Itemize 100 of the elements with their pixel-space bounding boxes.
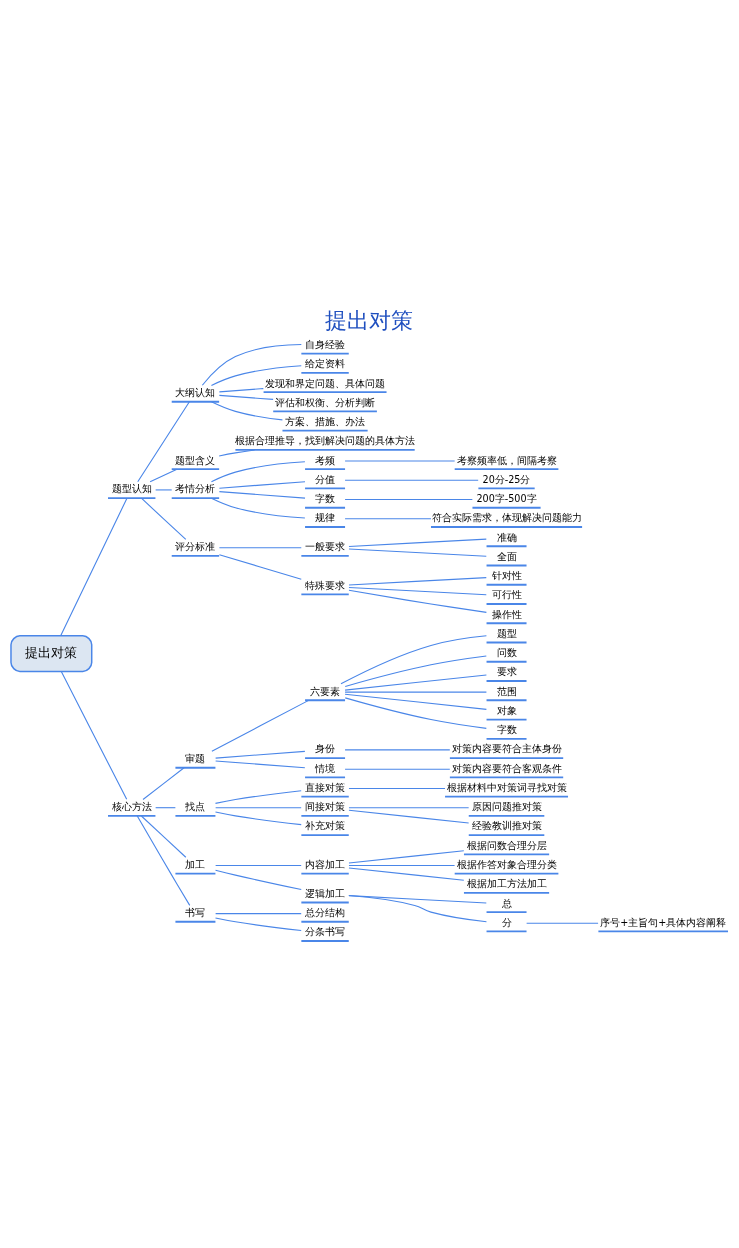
connector: [348, 538, 487, 548]
node-text: 序号+主旨句+具体内容阐释: [600, 916, 727, 928]
node-text: 操作性: [491, 608, 522, 620]
connector: [210, 365, 302, 386]
node-text: 问数: [496, 647, 517, 659]
node-text: 根据加工方法加工: [466, 878, 547, 890]
node-text: 分: [501, 916, 512, 928]
node-text: 身份: [315, 743, 336, 755]
node-text: 字数: [315, 493, 336, 505]
connector: [218, 481, 306, 489]
node-text: 评估和权衡、分析判断: [275, 396, 376, 408]
node-text: 总分结构: [305, 907, 346, 919]
connector: [215, 807, 302, 809]
node-text: 根据材料中对策词寻找对策: [446, 781, 567, 793]
node-text: 对策内容要符合主体身份: [451, 743, 562, 755]
node-text: 经验教训推对策: [471, 820, 542, 832]
connector: [137, 401, 190, 483]
node-text: 加工: [185, 859, 206, 870]
node-text: 一般要求: [305, 541, 346, 553]
connector: [348, 586, 487, 596]
node-text: 方案、措施、办法: [285, 416, 366, 428]
connector: [215, 750, 306, 759]
connector: [214, 790, 302, 804]
node-text: 自身经验: [305, 339, 346, 350]
connector: [344, 518, 432, 520]
connector: [348, 864, 456, 867]
connector: [348, 807, 470, 809]
node-text: 字数: [496, 724, 517, 736]
connector: [136, 815, 191, 906]
connector: [218, 388, 264, 393]
node-text: 直接对策: [305, 781, 346, 793]
connector: [60, 497, 128, 637]
node-text: 对策内容要符合客观条件: [451, 762, 562, 774]
connector: [218, 491, 306, 499]
connector: [140, 497, 187, 540]
connector: [348, 850, 465, 864]
connector: [218, 547, 302, 549]
node-text: 考察频率低，间隔考察: [456, 454, 557, 466]
connector: [344, 655, 487, 687]
node-text: 可行性: [491, 589, 522, 601]
node-text: 给定资料: [305, 358, 346, 370]
node-text: 考情分析: [175, 483, 216, 495]
connector: [340, 635, 487, 685]
connector: [60, 671, 128, 800]
node-text: 20分-25分: [482, 473, 531, 485]
connector: [215, 760, 306, 769]
node-text: 书写: [185, 907, 206, 919]
connector: [214, 917, 302, 932]
node-text: 总: [501, 897, 512, 909]
connector: [215, 913, 302, 915]
connector: [210, 401, 283, 421]
connector: [214, 869, 302, 891]
node-text: 根据合理推导，找到解决问题的具体方法: [235, 435, 416, 447]
connector: [210, 497, 306, 519]
connector: [155, 807, 176, 809]
diagram-title: 提出对策: [325, 306, 414, 333]
connector: [142, 767, 185, 801]
node-text: 发现和界定问题、具体问题: [265, 377, 386, 389]
node-text: 对象: [496, 704, 517, 716]
connector: [526, 922, 599, 924]
node-text: 内容加工: [305, 859, 346, 870]
node-text: 逻辑加工: [305, 887, 346, 899]
connector: [215, 864, 302, 867]
connector: [348, 787, 446, 789]
node-text: 针对性: [491, 570, 522, 582]
connector: [348, 809, 470, 824]
node-text: 原因问题推对策: [471, 801, 542, 813]
node-text: 要求: [496, 666, 517, 678]
node-text: 根据问数合理分层: [466, 839, 547, 851]
node-text: 根据作答对象合理分类: [456, 859, 557, 870]
node-text: 题型: [496, 627, 517, 639]
node-text: 补充对策: [305, 820, 346, 832]
node-text: 200字-500字: [476, 493, 537, 505]
connector: [155, 489, 173, 491]
node-text: 规律: [315, 512, 336, 524]
connector: [344, 499, 473, 501]
node-text: 大纲认知: [175, 387, 216, 399]
connector: [348, 867, 465, 881]
connector: [348, 548, 487, 557]
connector: [344, 768, 451, 770]
connector: [344, 749, 451, 751]
node-text: 题型含义: [175, 454, 216, 466]
node-text: 核心方法: [111, 801, 152, 813]
connector: [218, 449, 256, 457]
node-text: 评分标准: [175, 541, 216, 553]
connector: [140, 815, 187, 858]
node-text: 范围: [496, 685, 517, 697]
connector: [218, 554, 302, 580]
node-text: 间接对策: [305, 801, 346, 813]
node-text: 分值: [315, 473, 336, 485]
node-box: 提出对策: [10, 635, 93, 673]
connector: [344, 697, 487, 729]
connector: [348, 589, 487, 613]
connector: [211, 699, 310, 752]
node-text: 情境: [315, 762, 336, 774]
connector: [201, 343, 302, 386]
connector: [218, 394, 274, 400]
node-text: 特殊要求: [305, 579, 346, 591]
connector: [149, 468, 178, 483]
node-text: 六要素: [310, 685, 341, 697]
